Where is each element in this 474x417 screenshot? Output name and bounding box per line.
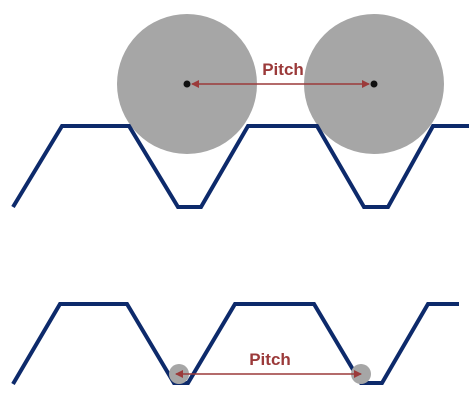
bottom-diagram: Pitch [11, 302, 459, 386]
top-diagram: Pitch [11, 14, 469, 209]
wire-center-left [183, 80, 191, 88]
wire-center-right [370, 80, 378, 88]
pitch-label-bottom: Pitch [249, 350, 291, 369]
pitch-label-top: Pitch [262, 60, 304, 79]
thread-profile-top [11, 124, 469, 209]
thread-profile-bottom [11, 302, 459, 386]
